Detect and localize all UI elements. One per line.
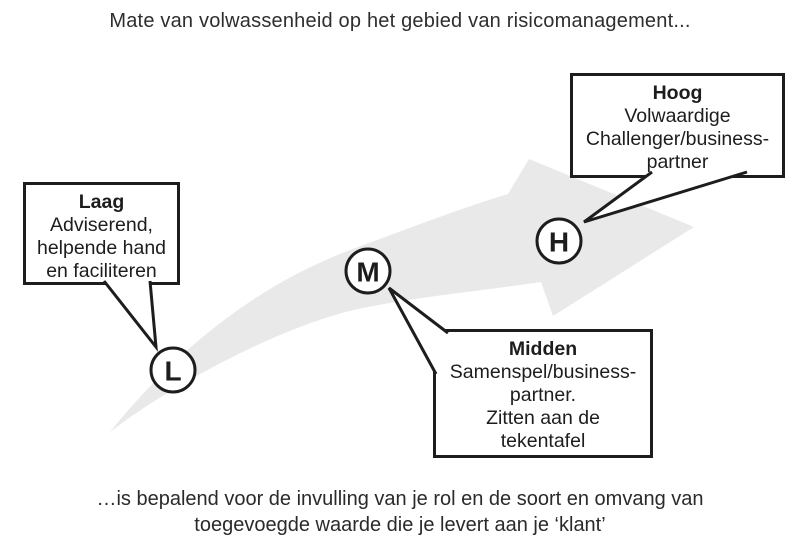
callout-laag-heading: Laag [78,191,125,213]
callout-midden-line: Zitten aan de [486,407,600,429]
footer-caption: …is bepalend voor de invulling van je ro… [0,486,800,537]
callout-hoog-line: partner [646,151,709,173]
callout-laag-line: Adviserend, [50,214,153,236]
callout-hoog-line: Volwaardige [624,105,731,127]
footer-caption-line2: toegevoegde waarde die je levert aan je … [194,514,606,536]
level-marker-laag [149,346,197,394]
level-letter-midden: M [356,257,379,288]
level-letter-hoog: H [549,227,569,258]
callout-midden-line: Samenspel/business- [449,361,637,383]
callout-hoog-tail [583,170,748,224]
callout-hoog-line: Challenger/business- [585,128,770,150]
callout-laag-tail [102,280,158,352]
callout-hoog-heading: Hoog [652,82,703,104]
callout-laag-line: en faciliteren [46,260,157,282]
callout-hoog: Hoog Volwaardige Challenger/business- pa… [570,73,785,178]
callout-midden-line: tekentafel [500,430,586,452]
callout-laag-line: helpende hand [36,237,167,259]
callout-laag: Laag Adviserend, helpende hand en facili… [23,182,180,285]
level-marker-midden [344,247,392,295]
level-letter-laag: L [164,356,181,387]
footer-caption-line1: …is bepalend voor de invulling van je ro… [96,488,704,510]
callout-midden: Midden Samenspel/business- partner. Zitt… [433,329,653,458]
callout-midden-heading: Midden [508,338,578,360]
callout-midden-line: partner. [509,384,577,406]
diagram-title: Mate van volwassenheid op het gebied van… [109,10,691,32]
level-marker-hoog [535,217,583,265]
